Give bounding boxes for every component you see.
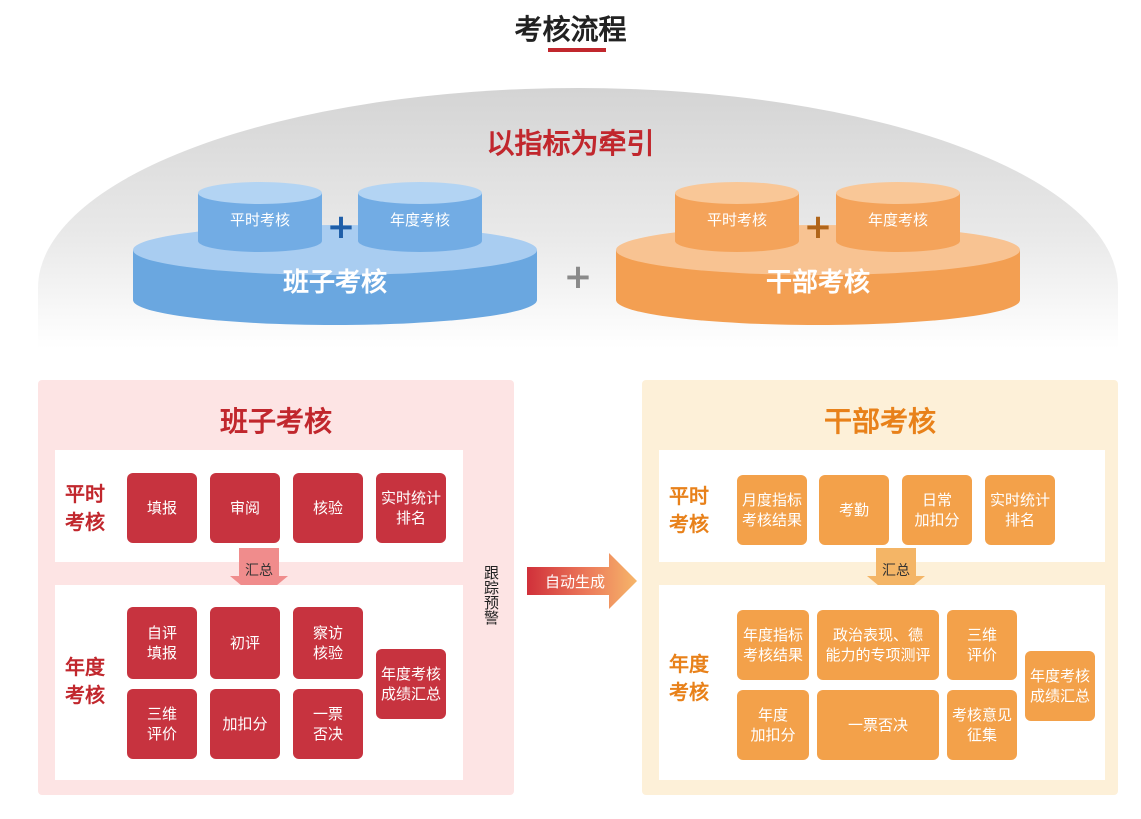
- cadre-cylinder-annual: 年度考核: [836, 182, 960, 252]
- title-underline: [548, 48, 606, 52]
- cadre-step-daily: 日常加扣分: [902, 475, 972, 545]
- team-step-veto: 一票否决: [293, 689, 363, 759]
- team-step-initial-eval: 初评: [210, 607, 280, 679]
- cadre-platform-label: 干部考核: [765, 267, 870, 298]
- team-annual-label: 年度 考核: [65, 655, 105, 707]
- team-annual-section: 年度 考核 自评填报 初评 察访核验 三维评价 加扣分 一票否决 年度考核成绩汇…: [55, 585, 463, 780]
- cadre-step-political: 政治表现、德能力的专项测评: [817, 610, 939, 680]
- team-cylinder-regular-label: 平时考核: [229, 210, 290, 229]
- cadre-panel: 干部考核 平时 考核 月度指标考核结果 考勤 日常加扣分 实时统计排名 汇总 年…: [642, 380, 1118, 795]
- team-regular-section: 平时 考核 填报 审阅 核验 实时统计 排名: [55, 450, 463, 562]
- cadre-step-yearly: 年度指标考核结果: [737, 610, 809, 680]
- team-plus-icon: +: [326, 207, 356, 247]
- cadre-step-summary: 年度考核成绩汇总: [1025, 651, 1095, 721]
- headline: 以指标为牵引: [486, 127, 655, 160]
- cadre-step-veto: 一票否决: [817, 690, 939, 760]
- team-cylinder-regular: 平时考核: [198, 182, 322, 252]
- team-step-self-eval: 自评填报: [127, 607, 197, 679]
- cadre-annual-label: 年度 考核: [669, 652, 709, 704]
- team-step-three-d: 三维评价: [127, 689, 197, 759]
- team-step-summary: 年度考核成绩汇总: [376, 649, 446, 719]
- team-summary-label: 汇总: [245, 563, 273, 579]
- team-step-visit: 察访核验: [293, 607, 363, 679]
- cadre-step-bonus: 年度加扣分: [737, 690, 809, 760]
- team-cylinder-annual-label: 年度考核: [389, 210, 450, 229]
- cadre-cylinder-regular: 平时考核: [675, 182, 799, 252]
- middle-plus-icon: +: [563, 257, 593, 297]
- tracking-warning-label: 跟踪预警: [482, 565, 500, 625]
- team-platform-label: 班子考核: [282, 267, 387, 298]
- cadre-regular-label: 平时 考核: [669, 484, 709, 536]
- cadre-step-three-d: 三维评价: [947, 610, 1017, 680]
- team-step-fill: 填报: [127, 473, 197, 543]
- cadre-regular-section: 平时 考核 月度指标考核结果 考勤 日常加扣分 实时统计排名: [659, 450, 1105, 562]
- team-step-verify: 核验: [293, 473, 363, 543]
- cadre-panel-title: 干部考核: [823, 405, 936, 438]
- auto-generate-label: 自动生成: [544, 572, 605, 591]
- cadre-step-ranking: 实时统计排名: [985, 475, 1055, 545]
- cadre-annual-section: 年度 考核 年度指标考核结果 政治表现、德能力的专项测评 三维评价 年度加扣分 …: [659, 585, 1105, 780]
- auto-generate-arrow: [527, 553, 637, 609]
- cadre-cylinder-annual-label: 年度考核: [867, 210, 928, 229]
- cadre-summary-label: 汇总: [882, 563, 910, 579]
- team-step-review: 审阅: [210, 473, 280, 543]
- team-step-bonus: 加扣分: [210, 689, 280, 759]
- team-panel-title: 班子考核: [219, 405, 332, 438]
- team-cylinder-annual: 年度考核: [358, 182, 482, 252]
- cadre-step-monthly: 月度指标考核结果: [737, 475, 807, 545]
- cadre-cylinder-regular-label: 平时考核: [706, 210, 767, 229]
- cadre-step-attendance: 考勤: [819, 475, 889, 545]
- team-regular-label: 平时 考核: [65, 482, 105, 534]
- team-panel: 班子考核 平时 考核 填报 审阅 核验 实时统计 排名 汇总 年度 考核 自评填…: [38, 380, 514, 795]
- page-title: 考核流程: [514, 13, 627, 46]
- cadre-plus-icon: +: [803, 207, 833, 247]
- team-step-ranking: 实时统计 排名: [376, 473, 446, 543]
- cadre-step-opinion: 考核意见征集: [947, 690, 1017, 760]
